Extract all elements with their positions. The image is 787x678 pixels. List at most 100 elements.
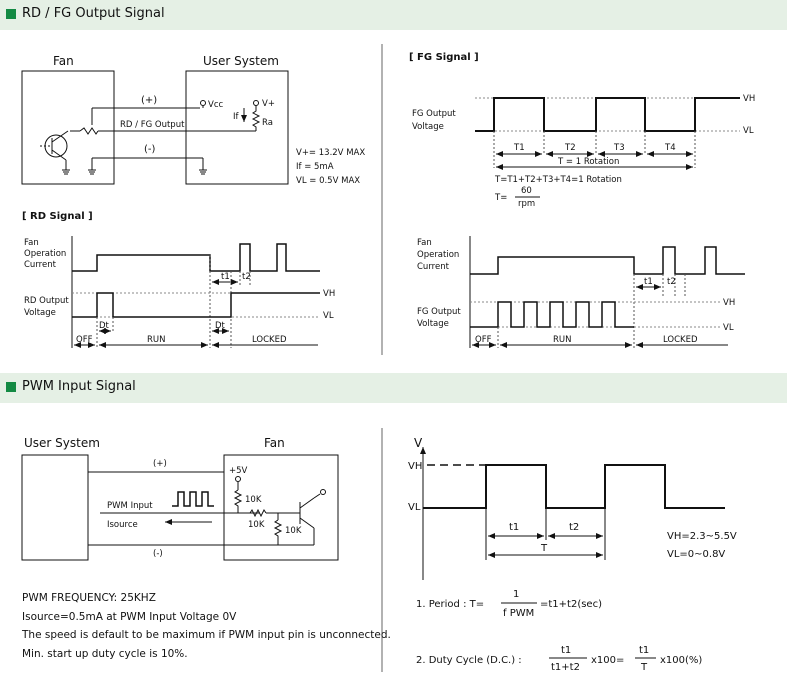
fg-fan-current-wave <box>470 246 745 275</box>
vl-label: VL <box>408 502 421 513</box>
t2-label: t2 <box>242 272 251 282</box>
r1-label: 10K <box>245 495 262 505</box>
vcc-label: Vcc <box>208 100 223 110</box>
note-min-duty: Min. start up duty cycle is 10%. <box>22 647 188 660</box>
period-rhs: =t1+t2(sec) <box>540 599 602 610</box>
formulas: 1. Period : T= 1 f PWM =t1+t2(sec) 2. Du… <box>416 589 702 673</box>
dt-label: Dt <box>99 321 110 331</box>
pwm-pulse-icon <box>172 491 214 507</box>
dt-label-locked: Dt <box>215 321 226 331</box>
section-title: PWM Input Signal <box>22 379 136 394</box>
fg-signal-title: [ FG Signal ] <box>409 52 479 63</box>
duty-rhs: x100(%) <box>660 655 702 666</box>
rotation-label: T = 1 Rotation <box>557 157 619 167</box>
t-label: T <box>540 543 548 554</box>
rd-fan-current-wave <box>72 243 320 272</box>
duty-denominator-1: t1+t2 <box>551 662 580 673</box>
fg-signal-diagram: [ FG Signal ] FG Output Voltage VH VL T1… <box>409 52 755 209</box>
vplus-label: V+ <box>262 99 275 109</box>
duty-mid: x100= <box>591 655 624 666</box>
rd-signal-diagram: [ RD Signal ] Fan Operation Current t1 t… <box>22 211 335 348</box>
off-label: OFF <box>76 335 93 345</box>
section-bullet <box>6 382 16 392</box>
run-label: RUN <box>147 335 166 345</box>
duty-numerator-2: t1 <box>639 645 649 656</box>
pwm-waveform <box>423 464 725 509</box>
voltage-label: Voltage <box>412 122 444 132</box>
plus-label: (+) <box>141 95 157 106</box>
period-label: 1. Period : T= <box>416 599 484 610</box>
minus-label: (-) <box>153 549 163 559</box>
v-axis-label: V <box>414 436 423 450</box>
t1-label: t1 <box>509 522 519 533</box>
t2-label: T2 <box>564 143 576 153</box>
off-label: OFF <box>475 335 492 345</box>
rd-output-label: RD Output <box>24 296 69 306</box>
pwm-waveform-diagram: V VH VL t1 t2 T VH=2.3~5.5V VL=0~0.8V <box>408 436 737 580</box>
t3-label: T3 <box>613 143 625 153</box>
fan-label: Fan <box>24 238 39 248</box>
voltage-label: Voltage <box>24 308 56 318</box>
user-system-label: User System <box>24 436 100 450</box>
vh-range: VH=2.3~5.5V <box>667 531 737 542</box>
pwm-circuit: User System Fan (+) (-) PWM Input Isourc… <box>21 436 339 561</box>
vcc-terminal <box>200 100 206 106</box>
fg-timing-diagram: Fan Operation Current t1 t2 FG Output Vo… <box>417 236 745 348</box>
spec-vplus: V+= 13.2V MAX <box>296 148 365 158</box>
minus-label: (-) <box>144 144 156 155</box>
vh-label: VH <box>723 298 735 308</box>
t1-label: t1 <box>221 272 230 282</box>
vplus-terminal <box>253 100 259 106</box>
period-denominator: f PWM <box>503 608 534 619</box>
fg-output-wave <box>470 301 634 328</box>
run-label: RUN <box>553 335 572 345</box>
pwm-input-label: PWM Input <box>107 501 153 511</box>
fan-label: Fan <box>417 238 432 248</box>
plus-label: (+) <box>153 459 167 469</box>
fan-box <box>223 454 339 561</box>
ra-resistor <box>251 106 261 131</box>
fan-label: Fan <box>264 436 285 450</box>
t-equals: T= <box>494 193 507 203</box>
ra-label: Ra <box>262 118 273 128</box>
rd-signal-title: [ RD Signal ] <box>22 211 93 222</box>
section-header-rdfg: RD / FG Output Signal <box>0 0 787 30</box>
r3-label: 10K <box>285 526 302 536</box>
note-frequency: PWM FREQUENCY: 25KHZ <box>22 592 156 604</box>
section-header-pwm: PWM Input Signal <box>0 373 787 403</box>
isource-label: Isource <box>107 520 138 530</box>
vl-range: VL=0~0.8V <box>667 549 725 560</box>
t2-label: t2 <box>569 522 579 533</box>
vl-label: VL <box>723 323 734 333</box>
operation-label: Operation <box>417 250 459 260</box>
if-label: If <box>233 112 240 122</box>
fan-label: Fan <box>53 54 74 68</box>
t1-label: T1 <box>513 143 525 153</box>
duty-denominator-2: T <box>640 662 648 673</box>
user-system-label: User System <box>203 54 279 68</box>
fan-box <box>21 70 115 185</box>
locked-label: LOCKED <box>663 335 698 345</box>
rd-fg-circuit: Fan User System (+) Vcc V+ Ra If RD / FG… <box>21 54 365 186</box>
period-numerator: 1 <box>513 589 519 600</box>
spec-if: If = 5mA <box>296 162 334 172</box>
r2-label: 10K <box>248 520 265 530</box>
user-system-box <box>21 454 89 561</box>
section-title: RD / FG Output Signal <box>22 6 165 21</box>
vl-label: VL <box>743 126 754 136</box>
t2-label: t2 <box>667 277 676 287</box>
fg-output-label: FG Output <box>417 307 461 317</box>
fg-output-label: FG Output <box>412 109 456 119</box>
fg-waveform <box>475 97 740 132</box>
note-default-speed: The speed is default to be maximum if PW… <box>22 629 391 642</box>
rd-fg-output-label: RD / FG Output <box>120 120 185 130</box>
t1-label: t1 <box>644 277 653 287</box>
user-system-box <box>185 70 289 185</box>
rd-output-wave <box>72 292 320 318</box>
vh-label: VH <box>743 94 755 104</box>
pwm-notes: PWM FREQUENCY: 25KHZ Isource=0.5mA at PW… <box>22 589 391 663</box>
rpm: rpm <box>518 199 535 209</box>
plus5v-label: +5V <box>229 466 248 476</box>
note-isource: Isource=0.5mA at PWM Input Voltage 0V <box>22 610 237 623</box>
